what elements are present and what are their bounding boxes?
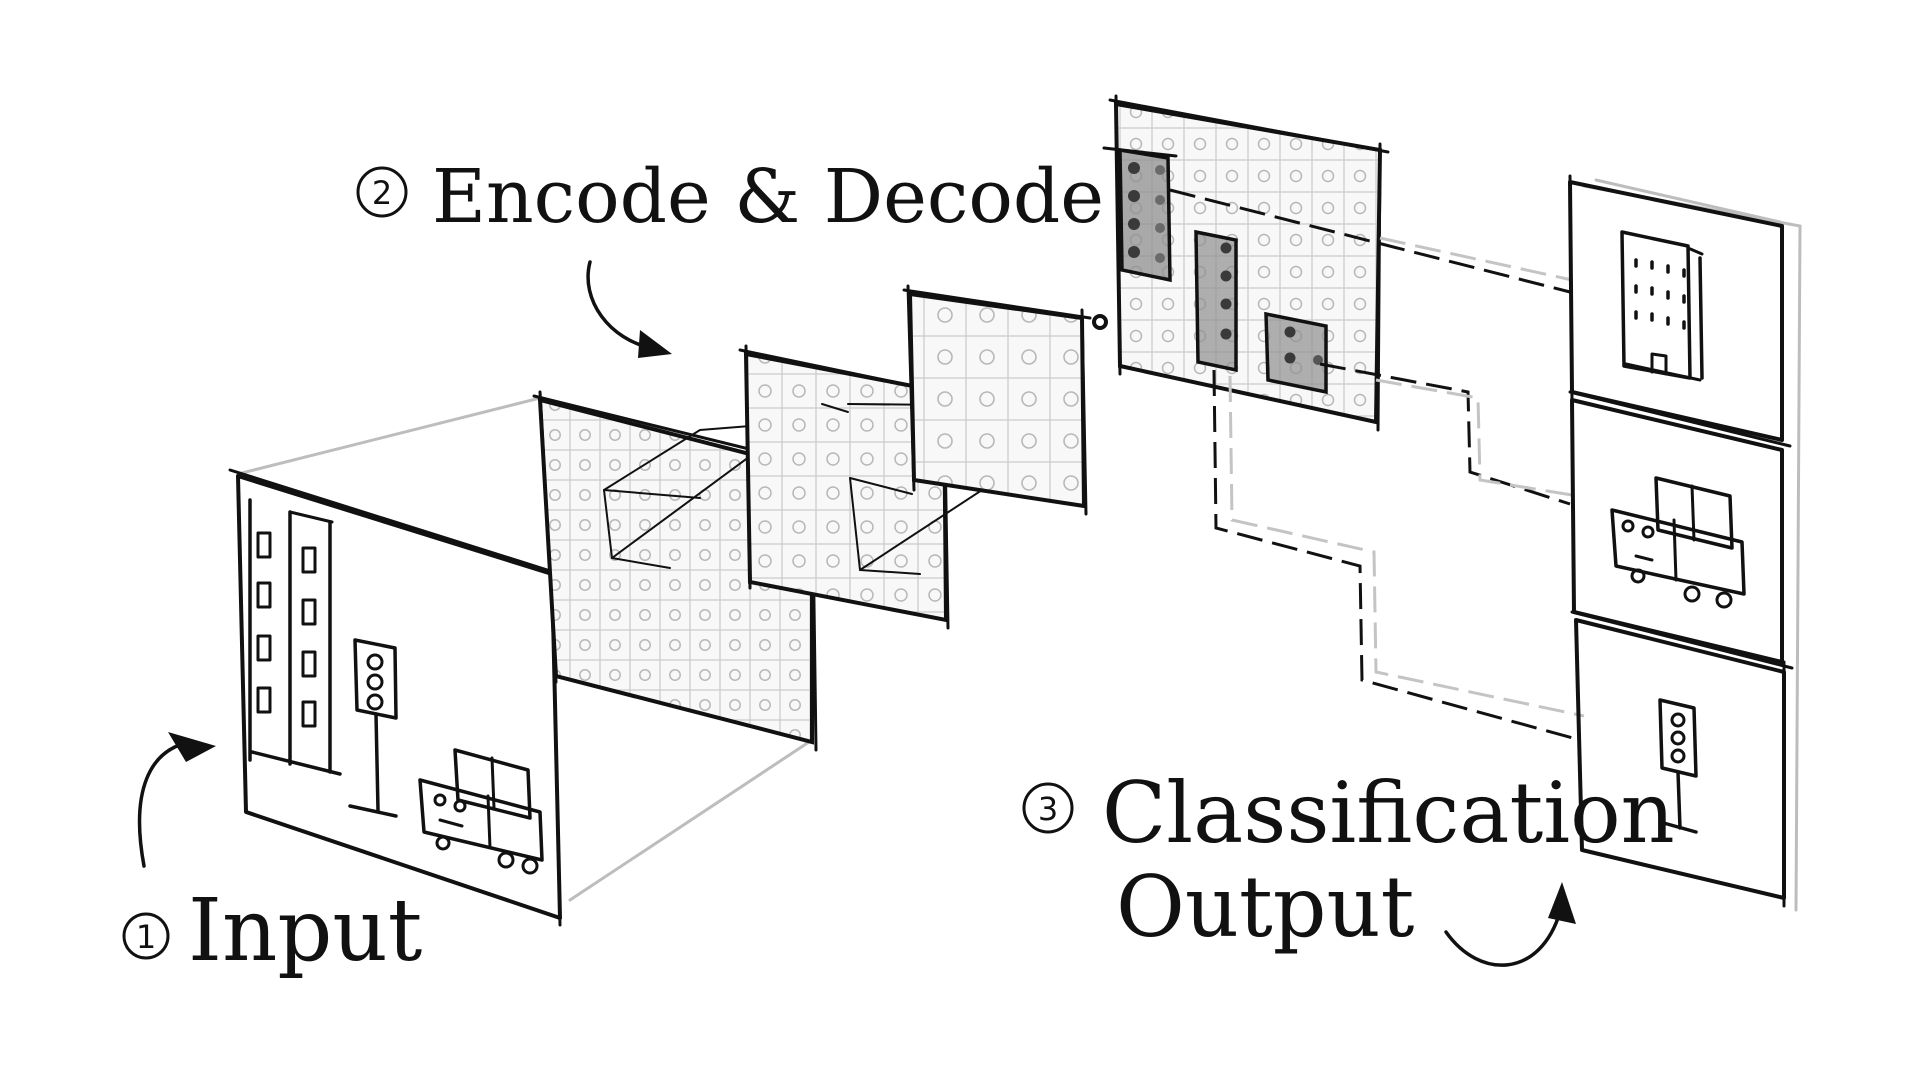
truck-icon (1610, 476, 1746, 609)
traffic-light-icon (1658, 698, 1698, 834)
label-classification: 3 Classification Output (1022, 764, 1675, 956)
label-input: 1 Input (122, 881, 422, 981)
label-classification-line2: Output (1116, 858, 1415, 956)
segmentation-map (1102, 94, 1390, 432)
class-connectors (1169, 188, 1585, 742)
feature-map-2 (738, 344, 1041, 630)
label-input-number: 1 (136, 918, 156, 956)
building-icon (1620, 230, 1704, 382)
arrow-output-icon (1444, 882, 1576, 967)
label-classification-number: 3 (1038, 790, 1058, 828)
region-truck (1264, 311, 1328, 395)
label-encode-text: Encode & Decode (432, 154, 1104, 240)
truck-icon (418, 748, 544, 875)
arrow-encode-icon (586, 260, 672, 358)
label-encode-number: 2 (372, 174, 392, 212)
output-stack (1568, 174, 1802, 912)
building-icon (248, 498, 342, 776)
label-input-text: Input (188, 881, 422, 981)
feature-map-3 (902, 284, 1092, 516)
output-card-building (1568, 174, 1784, 442)
arrow-input-icon (137, 732, 216, 868)
label-encode: 2 Encode & Decode (356, 154, 1104, 240)
output-card-traffic-light (1570, 610, 1794, 908)
input-panel (228, 468, 562, 927)
region-traffic-light (1194, 229, 1238, 373)
projection-lines (236, 396, 814, 902)
region-building (1102, 146, 1178, 283)
label-classification-line1: Classification (1102, 764, 1675, 862)
traffic-light-icon (348, 638, 398, 818)
output-card-truck (1568, 390, 1792, 664)
